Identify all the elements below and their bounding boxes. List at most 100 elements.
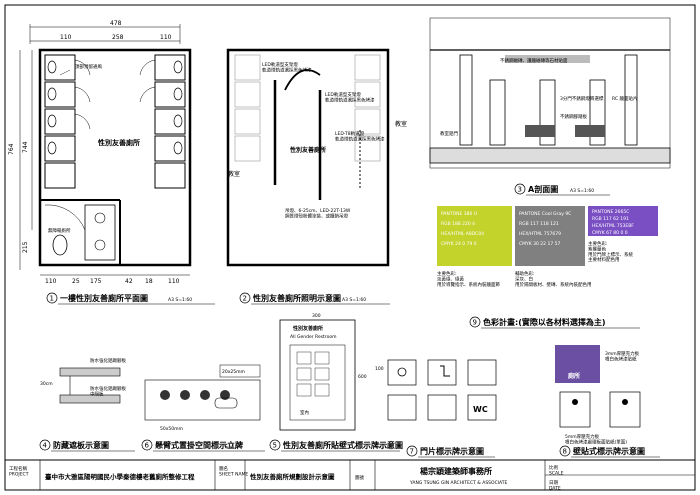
guard-caption: 防藏遮板示意圖 [53, 440, 109, 450]
tb-project: 臺中市大雅區陽明國民小學秦德樓老舊廁所整修工程 [45, 472, 195, 481]
sign-dim-h: 600 [358, 374, 367, 380]
panel-lighting: LED軌道型支架燈軌道燈軌道選採黑色烤漆 LED軌道型支架燈軌道燈軌道選採黑色烤… [226, 48, 407, 305]
swatch-2-line-4: CMYK 30 22 17 57 [519, 241, 560, 247]
sign-icon-urinal [387, 359, 417, 386]
plan-dim-top-3: 110 [160, 34, 172, 41]
tb-firm: 楊宗穎建築師事務所 [420, 466, 492, 476]
person-icon-2 [622, 399, 628, 405]
swatch-note-3: 主要色彩:紫羅蘭色用於門牌上標示、系統主要材料配色用 [588, 240, 633, 263]
wall-sign-plate [555, 345, 600, 383]
color-swatch-2: PANTONE Cool Gray 9C RGB 117 118 121 HEX… [515, 206, 585, 266]
plan-dim-top-total: 478 [110, 20, 122, 27]
plan-dim-top-2: 258 [112, 34, 124, 41]
sign-icon-wc [467, 394, 497, 421]
sign-icon-toilet [427, 359, 457, 386]
wall-sign-note-2: 5mm厚壓克力板噴白色烤漆處理板面貼紙(單面) [565, 433, 627, 445]
plan-dim-bottom-5: 18 [145, 278, 153, 285]
hook-caption-num: 6 [145, 442, 150, 450]
swatch-2-line-2: RGB 117 118 121 [519, 221, 559, 227]
guard-dim: 30cm [40, 381, 53, 387]
lighting-note-1: LED軌道型支架燈軌道燈軌道選採黑色烤漆 [262, 61, 312, 73]
panel-sign: 性別友善廁所 All Gender Restroom 室內 300 600 5 … [269, 313, 403, 452]
color-swatch-3: PANTONE 2665C RGB 117 62 191 HEX/HTML 75… [588, 206, 658, 236]
sign-title: 性別友善廁所 [292, 325, 323, 332]
wall-sign-label: 廁所 [568, 372, 580, 380]
section-note-d: 不銹鋼腳踏板 [560, 113, 587, 120]
section-scale: A3 S=1:60 [570, 188, 594, 194]
wc-text-icon: WC [473, 405, 488, 414]
lighting-outer-wall [226, 48, 390, 267]
sign-scale: S=1:10 [375, 444, 392, 450]
plan-dim-bottom-4: 42 [125, 278, 133, 285]
plan-dim-bottom-3: 175 [90, 278, 102, 285]
plan-scale: A3 S=1:60 [168, 297, 192, 303]
wallsign-caption: 壁貼式標示牌示意圖 [573, 446, 645, 456]
lighting-note-2: LED軌道型支架燈軌道燈軌道選採黑色烤漆 [325, 91, 375, 103]
plan-outer-wall [38, 48, 192, 267]
swatch-2-line-3: HEX/HTML 757679 [519, 231, 561, 237]
swatch-3-line-3: HEX/HTML 753EBF [592, 223, 634, 229]
sign-subtitle: All Gender Restroom [290, 334, 336, 340]
section-note-a: 不銹鋼磁磚、護牆磁磚等石材貼面 [500, 57, 568, 64]
sign-icon-stall [427, 394, 457, 421]
lighting-caption-num: 2 [243, 295, 247, 303]
swatch-1-line-4: CMYK 24 0 79 0 [441, 241, 477, 247]
sign-caption: 性別友善廁所貼壁式標示牌示意圖 [283, 440, 403, 450]
colors-caption-num: 9 [473, 319, 477, 327]
section-note-b: 3分門不銹鋼燈飾選標 [560, 95, 604, 102]
plan-caption-num: 1 [50, 295, 54, 303]
tb-label-no: 圖號 [355, 474, 364, 481]
plan-caption: 一樓性別友善廁所平面圖 [60, 293, 148, 303]
swatch-note-2: 輔助色彩:深灰、白用於隔間板材、壁磚、系統內裝配色用 [515, 270, 592, 288]
section-note-c: 教室鋁門 [440, 130, 458, 137]
plan-label-fixture: 無障礙廁所 [48, 227, 71, 234]
hook-scale: S=1:20 [225, 444, 242, 450]
section-caption: A剖面圖 [528, 184, 558, 194]
lighting-room-label: 性別友善廁所 [289, 146, 326, 154]
swatch-note-1: 主要色彩:淡黃綠、綠黃用於導覽指示、系統內裝牆面飾 [437, 270, 500, 288]
swatch-1-line-2: RGB 188 220 4 [441, 221, 475, 227]
panel-door-signs: WC 100 7 門片標示牌示意圖 [375, 359, 497, 458]
door-dim: 100 [375, 366, 384, 372]
swatch-1-line-1: PANTONE 380 U [441, 211, 477, 217]
plan-dim-bottom-2: 25 [72, 278, 80, 285]
guard-label-1: 防水強化鋁踢腳板 [90, 357, 126, 364]
sign-room-label: 室內 [300, 409, 309, 416]
plan-dim-bottom-6: 110 [168, 278, 180, 285]
guard-caption-num: 4 [43, 442, 48, 450]
sign-caption-num: 5 [273, 442, 277, 450]
plan-label-slot: 頂部預留通風 [75, 63, 102, 70]
panel-wall-sign: 廁所 3mm厚壓克力板噴白色烤漆貼紙 5mm厚壓克力板噴白色烤漆處理板面貼紙(單… [555, 345, 660, 458]
panel-colors: PANTONE 380 U RGB 188 220 4 HEX/HTML A8D… [437, 206, 658, 329]
section-caption-num: 3 [518, 186, 522, 194]
plan-dim-left-total: 764 [8, 143, 15, 155]
wallsign-caption-num: 8 [563, 448, 567, 456]
person-icon [572, 399, 578, 405]
hook-caption: 懸臂式置掛空間標示立牌 [155, 440, 243, 450]
lighting-caption: 性別友善廁所照明示意圖 [253, 293, 341, 303]
door-caption: 門片標示牌示意圖 [420, 446, 484, 456]
plan-dim-left-1: 744 [22, 141, 29, 153]
swatch-2-line-1: PANTONE Cool Gray 9C [519, 211, 571, 217]
colors-caption: 色彩計畫:(實際以各材料選擇為主) [483, 317, 606, 327]
wall-sign-note-1: 3mm厚壓克力板噴白色烤漆貼紙 [605, 350, 640, 362]
panel-section: 不銹鋼磁磚、護牆磁磚等石材貼面 3分門不銹鋼燈飾選標 教室鋁門 不銹鋼腳踏板 R… [429, 17, 671, 196]
swatch-3-line-2: RGB 117 62 191 [592, 216, 629, 222]
sign-icon-sink [467, 359, 497, 386]
sign-icon-squat [387, 394, 417, 421]
guard-label-2: 防水強化鋁踢腳板中隔板 [90, 385, 126, 397]
sign-dim-w: 300 [312, 313, 321, 319]
lighting-scale: A3 S=1:60 [342, 297, 366, 303]
lighting-note-3: LED-T8軌道燈軌道燈軌道選採黑色烤漆 [335, 130, 385, 142]
hook-dim-2: 50x50mm [160, 426, 183, 432]
swatch-1-line-3: HEX/HTML A8DC04 [441, 231, 484, 237]
swatch-3-line-1: PANTONE 2665C [592, 209, 629, 215]
door-caption-num: 7 [410, 448, 414, 456]
